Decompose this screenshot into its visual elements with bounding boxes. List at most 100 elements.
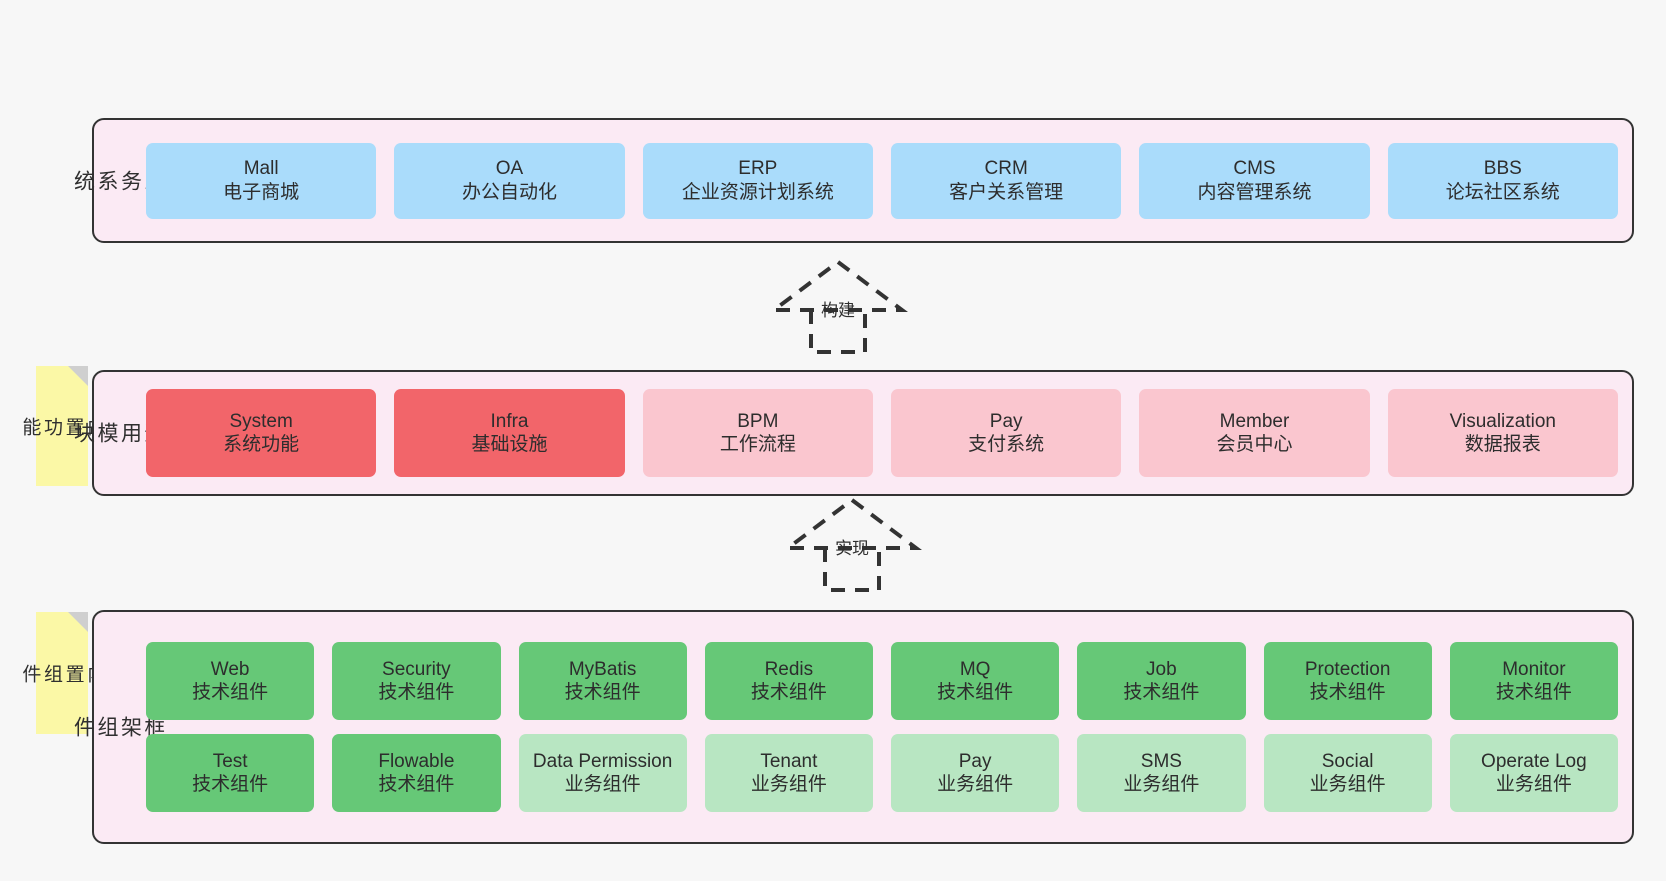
card-title-cn: 会员中心 bbox=[1216, 434, 1293, 455]
card-title-en: Pay bbox=[989, 410, 1023, 432]
card-title-en: MyBatis bbox=[568, 658, 637, 680]
card-system[interactable]: System 系统功能 bbox=[146, 389, 377, 477]
card-title-en: CRM bbox=[984, 158, 1028, 180]
card-job[interactable]: Job 技术组件 bbox=[1077, 642, 1246, 720]
card-title-cn: 技术组件 bbox=[192, 682, 269, 703]
card-title-cn: 支付系统 bbox=[968, 434, 1045, 455]
card-title-en: BBS bbox=[1483, 158, 1522, 180]
card-title-en: Mall bbox=[243, 158, 279, 180]
card-title-en: SMS bbox=[1140, 750, 1182, 772]
card-title-cn: 内容管理系统 bbox=[1197, 181, 1312, 203]
card-title-cn: 基础设施 bbox=[471, 434, 548, 455]
card-title-en: ERP bbox=[738, 158, 778, 180]
card-title-cn: 技术组件 bbox=[937, 682, 1014, 703]
generalization-arrow-icon bbox=[782, 497, 922, 592]
card-oa[interactable]: OA 办公自动化 bbox=[394, 142, 625, 219]
card-title-en: OA bbox=[495, 158, 524, 180]
card-data-permission[interactable]: Data Permission 业务组件 bbox=[518, 734, 687, 812]
card-title-cn: 技术组件 bbox=[1495, 682, 1572, 703]
card-title-cn: 电子商城 bbox=[223, 181, 300, 203]
card-title-cn: 客户关系管理 bbox=[949, 181, 1064, 203]
card-title-cn: 系统功能 bbox=[223, 434, 300, 455]
card-test[interactable]: Test 技术组件 bbox=[146, 734, 315, 812]
card-title-en: Operate Log bbox=[1481, 750, 1587, 772]
card-title-en: Member bbox=[1219, 410, 1290, 432]
card-pay-component[interactable]: Pay 业务组件 bbox=[891, 734, 1060, 812]
card-crm[interactable]: CRM 客户关系管理 bbox=[890, 142, 1122, 219]
card-flowable[interactable]: Flowable 技术组件 bbox=[332, 734, 501, 812]
card-bbs[interactable]: BBS 论坛社区系统 bbox=[1387, 142, 1618, 219]
layer-business-system: 业 务 系 统 Mall 电子商城 OA 办公自动化 ERP 企业资源计划系统 … bbox=[71, 118, 1634, 243]
card-social[interactable]: Social 业务组件 bbox=[1263, 734, 1432, 812]
card-title-cn: 业务组件 bbox=[564, 774, 641, 795]
card-title-cn: 论坛社区系统 bbox=[1445, 181, 1560, 203]
card-title-cn: 技术组件 bbox=[750, 682, 827, 703]
card-pay-module[interactable]: Pay 支付系统 bbox=[890, 389, 1122, 477]
card-member[interactable]: Member 会员中心 bbox=[1139, 389, 1370, 477]
card-mybatis[interactable]: MyBatis 技术组件 bbox=[518, 642, 687, 720]
connector-label-implement: 实现 bbox=[835, 539, 869, 558]
layer-framework-component: 框 架 组 件 Web 技术组件 Security 技术组件 MyBatis 技… bbox=[71, 610, 1634, 844]
connector-build: 构建 bbox=[763, 258, 913, 354]
card-infra[interactable]: Infra 基础设施 bbox=[394, 389, 625, 477]
card-title-cn: 技术组件 bbox=[192, 774, 269, 795]
card-title-cn: 业务组件 bbox=[1495, 774, 1572, 795]
card-operate-log[interactable]: Operate Log 业务组件 bbox=[1449, 734, 1618, 812]
generalization-arrow-icon bbox=[768, 259, 908, 354]
card-title-cn: 企业资源计划系统 bbox=[681, 181, 834, 203]
card-title-en: BPM bbox=[737, 410, 779, 432]
card-redis[interactable]: Redis 技术组件 bbox=[704, 642, 873, 720]
card-title-cn: 办公自动化 bbox=[461, 181, 557, 203]
card-title-cn: 技术组件 bbox=[1309, 682, 1386, 703]
card-title-en: Infra bbox=[490, 410, 529, 432]
card-title-en: Security bbox=[382, 658, 451, 680]
connector-implement: 实现 bbox=[777, 496, 927, 592]
card-title-en: Redis bbox=[764, 658, 814, 680]
card-row: Mall 电子商城 OA 办公自动化 ERP 企业资源计划系统 CRM 客户关系… bbox=[146, 142, 1618, 219]
layer-title-business-system: 业 务 系 统 bbox=[71, 169, 165, 192]
card-mq[interactable]: MQ 技术组件 bbox=[891, 642, 1060, 720]
card-visualization[interactable]: Visualization 数据报表 bbox=[1387, 389, 1618, 477]
card-mall[interactable]: Mall 电子商城 bbox=[146, 142, 377, 219]
card-title-en: Visualization bbox=[1449, 410, 1556, 432]
card-title-en: Tenant bbox=[760, 750, 818, 772]
card-row: System 系统功能 Infra 基础设施 BPM 工作流程 Pay 支付系统… bbox=[146, 389, 1618, 477]
card-title-cn: 数据报表 bbox=[1464, 434, 1541, 455]
connector-label-build: 构建 bbox=[821, 301, 855, 320]
card-title-en: MQ bbox=[959, 658, 991, 680]
card-protection[interactable]: Protection 技术组件 bbox=[1263, 642, 1432, 720]
card-monitor[interactable]: Monitor 技术组件 bbox=[1449, 642, 1618, 720]
layer-body-framework-component: Web 技术组件 Security 技术组件 MyBatis 技术组件 Redi… bbox=[142, 612, 1632, 842]
card-erp[interactable]: ERP 企业资源计划系统 bbox=[642, 142, 873, 219]
card-title-en: Monitor bbox=[1502, 658, 1566, 680]
layer-common-module: 通 用 模 块 System 系统功能 Infra 基础设施 BPM 工作流程 … bbox=[71, 370, 1634, 496]
card-title-cn: 技术组件 bbox=[564, 682, 641, 703]
card-title-en: Social bbox=[1321, 750, 1374, 772]
layer-body-common-module: System 系统功能 Infra 基础设施 BPM 工作流程 Pay 支付系统… bbox=[142, 372, 1632, 494]
card-security[interactable]: Security 技术组件 bbox=[332, 642, 501, 720]
note-builtin-function: 内 置 功 能 bbox=[19, 366, 105, 486]
layer-body-business-system: Mall 电子商城 OA 办公自动化 ERP 企业资源计划系统 CRM 客户关系… bbox=[142, 120, 1632, 241]
card-cms[interactable]: CMS 内容管理系统 bbox=[1139, 142, 1370, 219]
card-title-cn: 业务组件 bbox=[750, 774, 827, 795]
card-title-en: Test bbox=[212, 750, 248, 772]
card-row: Web 技术组件 Security 技术组件 MyBatis 技术组件 Redi… bbox=[146, 642, 1618, 720]
card-title-cn: 技术组件 bbox=[378, 774, 455, 795]
card-title-en: Pay bbox=[958, 750, 992, 772]
card-title-cn: 业务组件 bbox=[937, 774, 1014, 795]
card-title-en: Data Permission bbox=[532, 750, 673, 772]
card-title-en: Flowable bbox=[378, 750, 455, 772]
card-tenant[interactable]: Tenant 业务组件 bbox=[704, 734, 873, 812]
card-title-cn: 技术组件 bbox=[1123, 682, 1200, 703]
card-web[interactable]: Web 技术组件 bbox=[146, 642, 315, 720]
layer-title-framework-component: 框 架 组 件 bbox=[71, 716, 166, 738]
card-row: Test 技术组件 Flowable 技术组件 Data Permission … bbox=[146, 734, 1618, 812]
layer-title-common-module: 通 用 模 块 bbox=[71, 422, 165, 444]
card-title-en: System bbox=[229, 410, 293, 432]
card-sms[interactable]: SMS 业务组件 bbox=[1077, 734, 1246, 812]
card-bpm[interactable]: BPM 工作流程 bbox=[642, 389, 873, 477]
card-title-en: CMS bbox=[1233, 158, 1276, 180]
card-title-en: Protection bbox=[1304, 658, 1391, 680]
card-title-cn: 工作流程 bbox=[719, 434, 796, 455]
card-title-en: Job bbox=[1146, 658, 1177, 680]
